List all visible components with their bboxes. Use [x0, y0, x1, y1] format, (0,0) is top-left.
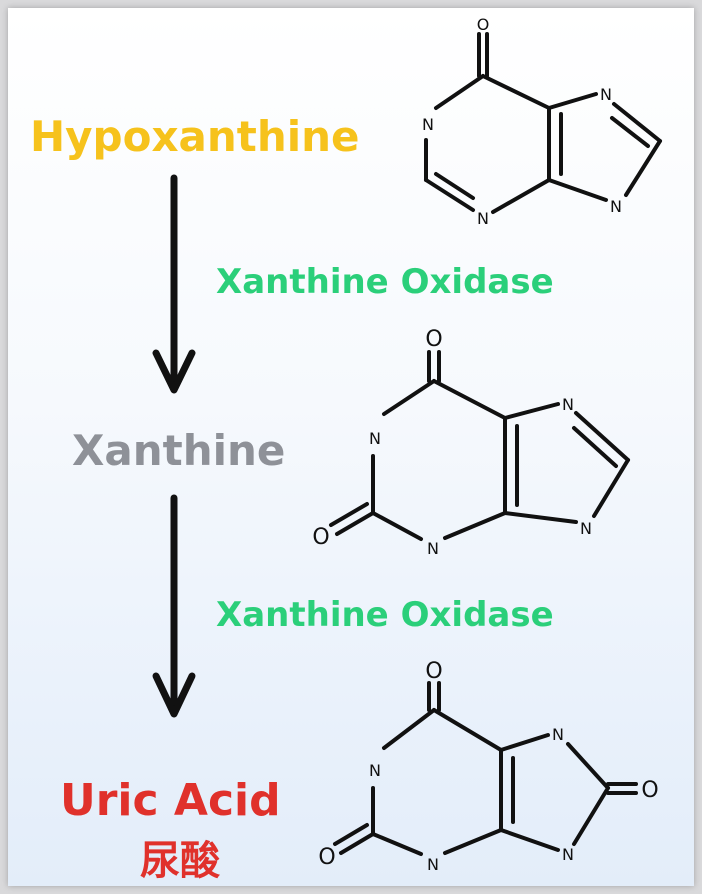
atom-n: N: [422, 115, 434, 134]
atom-o: O: [312, 525, 329, 550]
atom-n: N: [369, 761, 381, 780]
atom-n: N: [552, 725, 564, 744]
atom-n: N: [600, 85, 612, 104]
atom-o: O: [318, 845, 335, 870]
uric-acid-label: Uric Acid: [60, 775, 281, 826]
xanthine-structure: O N O N N N: [312, 327, 630, 558]
uric-acid-structure: O N O N N N O: [318, 659, 658, 874]
atom-o: O: [477, 15, 490, 34]
atom-n: N: [580, 519, 592, 538]
hypoxanthine-structure: O N N N N: [422, 15, 662, 228]
reaction-arrow-2: [152, 494, 196, 718]
enzyme-label-2: Xanthine Oxidase: [216, 595, 554, 635]
uric-acid-chinese-label: 尿酸: [140, 838, 220, 884]
atom-o: O: [425, 327, 442, 352]
reaction-arrow-1: [152, 174, 196, 394]
atom-n: N: [427, 855, 439, 874]
atom-o: O: [641, 778, 658, 803]
hypoxanthine-label: Hypoxanthine: [30, 112, 360, 161]
atom-n: N: [562, 845, 574, 864]
xanthine-label: Xanthine: [72, 426, 286, 475]
atom-n: N: [562, 395, 574, 414]
atom-o: O: [425, 659, 442, 684]
atom-n: N: [369, 429, 381, 448]
atom-n: N: [610, 197, 622, 216]
diagram-frame: Hypoxanthine Xanthine Oxidase Xanthine X…: [8, 8, 694, 886]
reaction-diagram: O N N N N O N: [152, 15, 662, 874]
atom-n: N: [427, 539, 439, 558]
atom-n: N: [477, 209, 489, 228]
enzyme-label-1: Xanthine Oxidase: [216, 262, 554, 302]
